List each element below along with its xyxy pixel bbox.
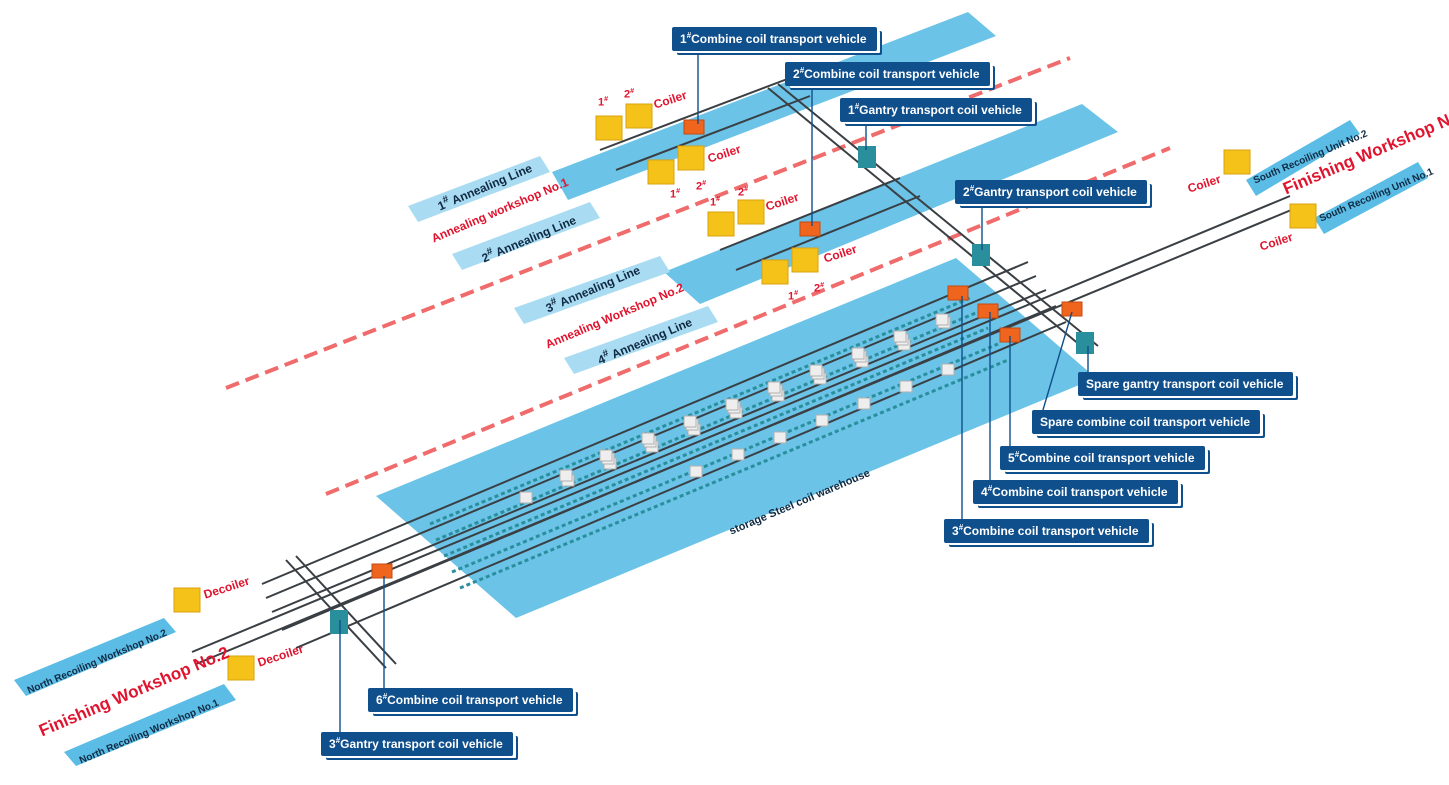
rail-ties [429, 296, 1009, 590]
line-band-4 [564, 306, 718, 374]
callout-combine-vehicle-4: 4#Combine coil transport vehicle [973, 480, 1178, 504]
callout-spare-gantry-vehicle: Spare gantry transport coil vehicle [1078, 372, 1294, 396]
callout-gantry-vehicle-2: 2#Gantry transport coil vehicle [955, 180, 1147, 204]
callout-spare-combine-vehicle: Spare combine coil transport vehicle [1032, 410, 1261, 434]
steel-coil [851, 347, 865, 360]
warehouse-rails [191, 195, 1297, 665]
steel-coils [519, 313, 955, 504]
num-1-d: 1# [788, 290, 799, 303]
num-1-a: 1# [598, 96, 609, 109]
num-2-c: 2# [738, 186, 749, 199]
num-2-b: 2# [696, 180, 707, 193]
steel-coil [559, 469, 573, 482]
steel-coil [857, 397, 871, 410]
separator-line-2 [325, 146, 1171, 496]
callout-combine-vehicle-3: 3#Combine coil transport vehicle [944, 519, 1149, 543]
callout-gantry-vehicle-3: 3#Gantry transport coil vehicle [321, 732, 513, 756]
south-recoil-band-1 [1314, 162, 1428, 234]
steel-coil [815, 414, 829, 427]
steel-coil [809, 364, 823, 377]
line-band-1 [408, 156, 550, 222]
gantry-vehicles [330, 146, 1094, 634]
steel-coil [519, 491, 533, 504]
coilers [173, 103, 1317, 681]
separator-line-1 [225, 56, 1071, 390]
combine-vehicles [371, 119, 1083, 579]
callout-gantry-vehicle-1: 1#Gantry transport coil vehicle [840, 98, 1032, 122]
num-2-a: 2# [624, 88, 635, 101]
steel-coil [935, 313, 949, 326]
steel-coil [767, 381, 781, 394]
steel-coil [731, 448, 745, 461]
steel-coil [683, 415, 697, 428]
annealing-rails [599, 77, 921, 271]
callout-combine-vehicle-6: 6#Combine coil transport vehicle [368, 688, 573, 712]
steel-coil [773, 431, 787, 444]
line-band-2 [452, 202, 600, 270]
steel-coil [941, 363, 955, 376]
callout-combine-vehicle-1: 1#Combine coil transport vehicle [672, 27, 877, 51]
num-2-d: 2# [814, 282, 825, 295]
num-1-c: 1# [710, 196, 721, 209]
south-recoil-band-2 [1246, 120, 1360, 196]
steel-coil [689, 465, 703, 478]
steel-coil [725, 398, 739, 411]
num-1-b: 1# [670, 188, 681, 201]
steel-coil [599, 449, 613, 462]
steel-coil [899, 380, 913, 393]
callout-combine-vehicle-2: 2#Combine coil transport vehicle [785, 62, 990, 86]
line-band-3 [514, 256, 670, 324]
steel-coil [641, 432, 655, 445]
callout-combine-vehicle-5: 5#Combine coil transport vehicle [1000, 446, 1205, 470]
north-recoil-band-1 [64, 684, 236, 766]
steel-coil [893, 330, 907, 343]
north-recoil-band-2 [14, 618, 176, 696]
